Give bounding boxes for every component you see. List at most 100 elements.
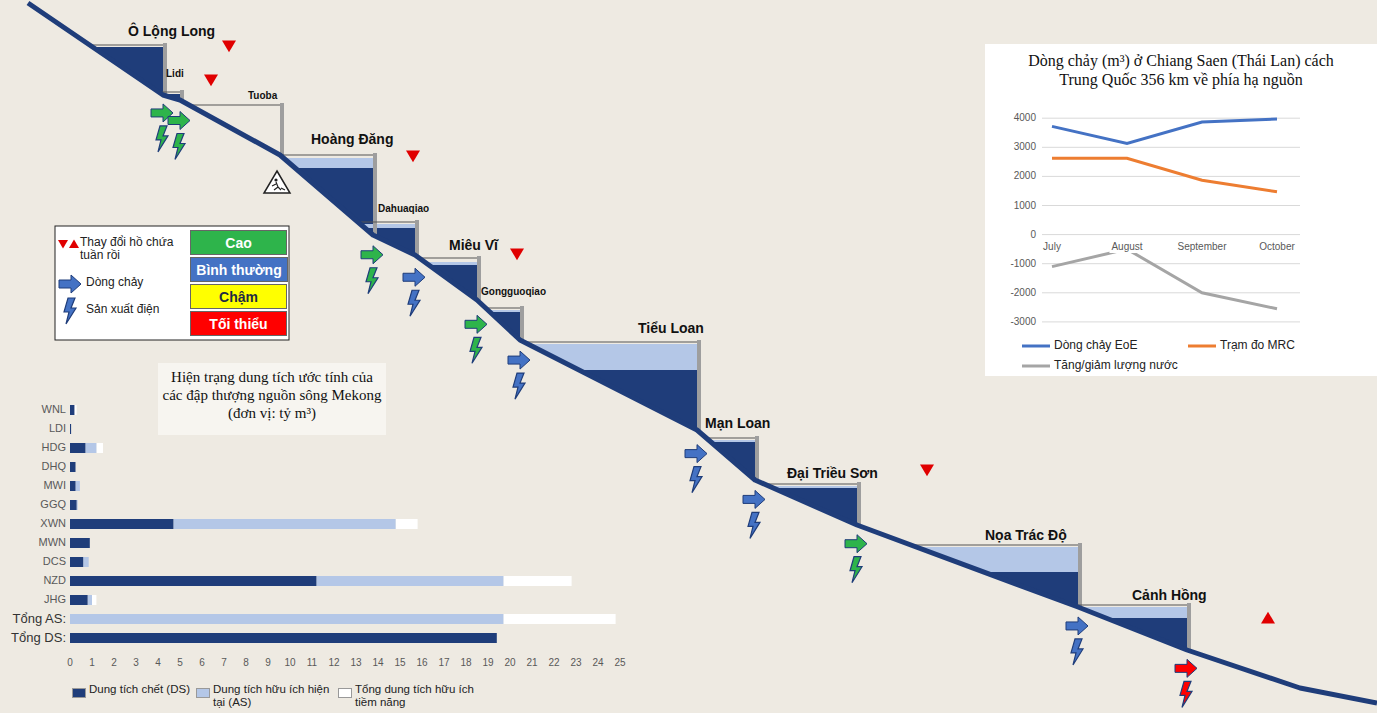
- legend-swatch: [72, 688, 86, 698]
- y-tick-text: -2000: [1010, 287, 1036, 299]
- worker-body: [272, 182, 285, 190]
- gridline: [1042, 263, 1300, 264]
- legend-swatch: [196, 688, 210, 698]
- category-label: MWI: [43, 479, 66, 492]
- water-level: [419, 258, 477, 259]
- worker-head: [274, 178, 277, 181]
- dam-wall: [857, 482, 861, 525]
- bar-dead: [70, 424, 71, 434]
- dam-name: Ô Lộng Long: [128, 24, 215, 39]
- dam-label: Hoàng Đăng: [311, 132, 393, 147]
- bar-potential: [396, 519, 418, 529]
- legend-swatch: Chậm: [190, 284, 287, 309]
- change-triangle: [222, 40, 236, 52]
- bar-dead: [70, 500, 77, 510]
- axis-tick-text: 19: [482, 657, 493, 669]
- axis-tick-text: 14: [372, 657, 383, 669]
- bar-potential: [92, 595, 96, 605]
- axis-tick: 9: [265, 657, 271, 669]
- category-label: LDI: [49, 422, 66, 435]
- legend-swatch: Tối thiểu: [190, 311, 287, 336]
- category-label-text: HDG: [42, 441, 66, 454]
- axis-tick: 23: [570, 657, 581, 669]
- gridline: [1042, 147, 1300, 148]
- water-level: [911, 545, 1078, 546]
- legend-text: Dòng chảy EoE: [1054, 339, 1194, 352]
- legend-item: Thay đổi hồ chứa tuần rồi: [80, 236, 185, 262]
- chart-title: Hiện trạng dung tích ước tính của các đậ…: [162, 368, 382, 422]
- legend-text: Cao: [225, 235, 251, 251]
- axis-tick-text: 5: [177, 657, 183, 669]
- dam-wall: [520, 306, 524, 340]
- category-label: GGQ: [40, 498, 66, 511]
- axis-tick-text: 20: [504, 657, 515, 669]
- dam-label: Tiểu Loan: [638, 321, 704, 336]
- bar-potential: [503, 576, 571, 586]
- axis-tick-text: 21: [526, 657, 537, 669]
- category-label-text: XWN: [40, 517, 66, 530]
- category-label: Tổng AS:: [13, 611, 66, 627]
- axis-tick: 6: [199, 657, 205, 669]
- water-level: [486, 308, 520, 309]
- category-label: JHG: [44, 593, 66, 606]
- legend-swatch: Cao: [190, 230, 287, 255]
- axis-tick: 12: [328, 657, 339, 669]
- chart-title: Dòng chảy (m³) ở Chiang Saen (Thái Lan) …: [1026, 51, 1336, 89]
- power-bolt: [156, 126, 168, 152]
- water-level: [524, 342, 697, 343]
- y-tick: 1000: [1014, 200, 1036, 212]
- dam-wall: [373, 153, 377, 235]
- category-label-text: Tổng AS:: [13, 611, 66, 627]
- gridline: [1042, 292, 1300, 293]
- dam-name: Hoàng Đăng: [311, 132, 393, 147]
- axis-tick: 25: [614, 657, 625, 669]
- bar-potential: [74, 405, 76, 415]
- x-category-text: October: [1257, 241, 1297, 253]
- series-line: [1052, 158, 1277, 191]
- gridline: [1042, 234, 1300, 235]
- legend-text: Thay đổi hồ chứa tuần rồi: [80, 236, 185, 262]
- bar-dead: [70, 405, 74, 415]
- dam-label: Miêu Vĩ: [449, 238, 498, 253]
- legend-item: Tăng/giảm lượng nước: [1054, 359, 1234, 372]
- axis-tick: 2: [111, 657, 117, 669]
- change-triangle: [406, 150, 420, 162]
- dam-name: Gongguoqiao: [481, 286, 546, 297]
- category-label: HDG: [42, 441, 66, 454]
- dam-name: Đại Triều Sơn: [787, 466, 878, 481]
- change-triangle: [510, 248, 524, 260]
- y-tick-text: 0: [1030, 229, 1036, 241]
- legend-item: Dung tích hữu ích hiện tại (AS): [213, 683, 331, 708]
- axis-tick-text: 9: [265, 657, 271, 669]
- water-level: [1073, 605, 1187, 606]
- axis-tick-text: 2: [111, 657, 117, 669]
- legend-bolt: [64, 298, 76, 324]
- legend-swatch: [338, 688, 352, 698]
- line-chart: [1042, 118, 1300, 322]
- bar-active: [88, 595, 92, 605]
- bar-active: [316, 576, 503, 586]
- axis-tick-text: 12: [328, 657, 339, 669]
- axis-tick-text: 22: [548, 657, 559, 669]
- bar-dead: [70, 557, 83, 567]
- legend-item: Dung tích chết (DS): [89, 683, 199, 696]
- category-label: XWN: [40, 517, 66, 530]
- power-bolt: [470, 337, 482, 363]
- legend-text: Tổng dung tích hữu ích tiềm năng: [355, 683, 487, 708]
- y-tick: 0: [1030, 229, 1036, 241]
- dam-name: Miêu Vĩ: [449, 238, 498, 253]
- flow-arrow: [743, 490, 765, 508]
- legend-text: Chậm: [219, 289, 258, 305]
- category-label: DHQ: [42, 460, 66, 473]
- dam-label: Nọa Trác Độ: [985, 528, 1067, 543]
- legend-text: Tăng/giảm lượng nước: [1054, 359, 1234, 372]
- x-category: September: [1176, 241, 1229, 253]
- legend-item: Trạm đo MRC: [1220, 339, 1360, 352]
- dam-wall: [1078, 543, 1082, 607]
- y-tick: -3000: [1010, 316, 1036, 328]
- axis-tick: 13: [350, 657, 361, 669]
- power-bolt: [1071, 639, 1083, 665]
- category-label-text: JHG: [44, 593, 66, 606]
- y-tick-text: 1000: [1014, 200, 1036, 212]
